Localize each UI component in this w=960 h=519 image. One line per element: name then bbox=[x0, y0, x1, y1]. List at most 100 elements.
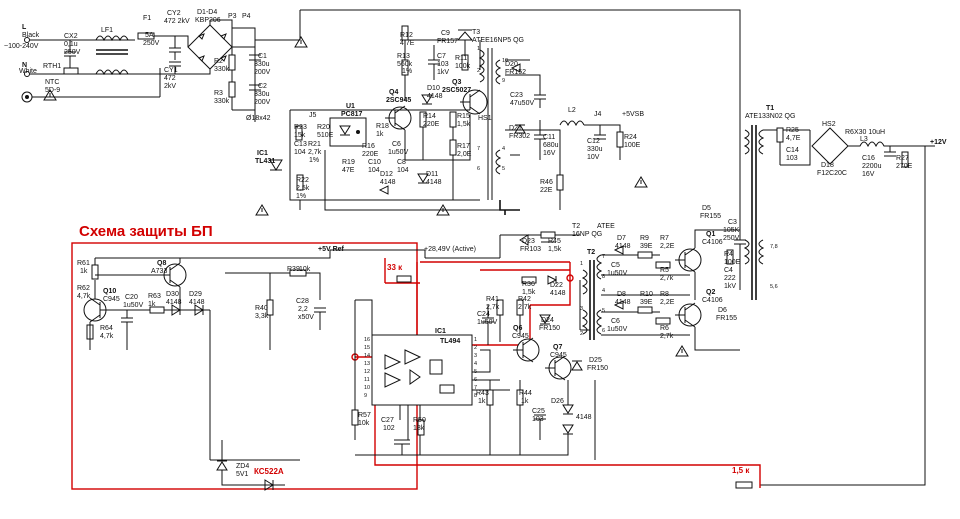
svg-text:T2: T2 bbox=[587, 249, 595, 256]
svg-text:16: 16 bbox=[364, 337, 370, 343]
svg-text:16NP QG: 16NP QG bbox=[572, 231, 602, 238]
svg-text:4148: 4148 bbox=[615, 299, 631, 306]
svg-text:R24: R24 bbox=[624, 134, 637, 141]
mains-l-color: Black bbox=[22, 32, 40, 39]
svg-text:R17: R17 bbox=[457, 143, 470, 150]
svg-text:222: 222 bbox=[724, 275, 736, 282]
svg-text:2: 2 bbox=[474, 345, 477, 351]
svg-text:R19: R19 bbox=[342, 159, 355, 166]
annotation-33k: 33 к bbox=[387, 263, 403, 272]
svg-text:330u: 330u bbox=[587, 146, 603, 153]
svg-text:FR155: FR155 bbox=[716, 315, 737, 322]
svg-text:R8: R8 bbox=[660, 291, 669, 298]
svg-text:1,5k: 1,5k bbox=[548, 246, 562, 253]
mains-l-label: L bbox=[22, 24, 27, 31]
svg-text:J5: J5 bbox=[309, 112, 317, 119]
svg-text:4,7E: 4,7E bbox=[400, 40, 415, 47]
svg-text:HS2: HS2 bbox=[822, 121, 836, 128]
svg-text:1u50V: 1u50V bbox=[123, 302, 144, 309]
svg-text:R62: R62 bbox=[77, 285, 90, 292]
svg-text:5A: 5A bbox=[145, 32, 154, 39]
svg-text:9: 9 bbox=[502, 78, 505, 84]
svg-text:2,2E: 2,2E bbox=[660, 243, 675, 250]
svg-text:D30: D30 bbox=[166, 291, 179, 298]
svg-text:D22: D22 bbox=[550, 282, 563, 289]
svg-text:C28: C28 bbox=[296, 298, 309, 305]
svg-text:R61: R61 bbox=[77, 260, 90, 267]
svg-text:KBP206: KBP206 bbox=[195, 17, 221, 24]
svg-text:C12: C12 bbox=[587, 138, 600, 145]
svg-text:C2: C2 bbox=[258, 83, 267, 90]
svg-text:R64: R64 bbox=[100, 325, 113, 332]
svg-text:Q6: Q6 bbox=[513, 325, 522, 332]
svg-text:C25: C25 bbox=[532, 408, 545, 415]
svg-text:100E: 100E bbox=[724, 259, 741, 266]
svg-text:1%: 1% bbox=[296, 193, 306, 200]
svg-text:103: 103 bbox=[786, 155, 798, 162]
svg-text:4148: 4148 bbox=[380, 179, 396, 186]
svg-text:4148: 4148 bbox=[189, 299, 205, 306]
mains-voltage: ~100-240V bbox=[4, 43, 39, 50]
svg-text:J4: J4 bbox=[594, 111, 602, 118]
svg-text:D6: D6 bbox=[718, 307, 727, 314]
svg-text:P4: P4 bbox=[242, 13, 251, 20]
svg-text:Q8: Q8 bbox=[157, 260, 166, 267]
svg-text:FR155: FR155 bbox=[700, 213, 721, 220]
svg-text:C945: C945 bbox=[512, 333, 529, 340]
svg-text:x50V: x50V bbox=[298, 314, 314, 321]
svg-text:104: 104 bbox=[368, 167, 380, 174]
svg-text:4: 4 bbox=[602, 288, 605, 294]
svg-text:R27: R27 bbox=[896, 155, 909, 162]
svg-text:7: 7 bbox=[602, 254, 605, 260]
svg-text:Q3: Q3 bbox=[452, 79, 461, 86]
resistor-33k-mark bbox=[396, 275, 412, 283]
svg-text:1k: 1k bbox=[478, 398, 486, 405]
svg-text:104: 104 bbox=[294, 149, 306, 156]
svg-text:R36: R36 bbox=[522, 281, 535, 288]
svg-text:2,7k: 2,7k bbox=[518, 304, 532, 311]
svg-text:15: 15 bbox=[364, 345, 370, 351]
svg-text:1: 1 bbox=[474, 337, 477, 343]
svg-text:4,7k: 4,7k bbox=[77, 293, 91, 300]
svg-text:4148: 4148 bbox=[550, 290, 566, 297]
svg-text:18k: 18k bbox=[413, 425, 425, 432]
svg-text:FR302: FR302 bbox=[509, 133, 530, 140]
svg-text:R4: R4 bbox=[724, 251, 733, 258]
svg-text:NTC: NTC bbox=[45, 79, 59, 86]
svg-text:C27: C27 bbox=[381, 417, 394, 424]
protection-section: R61 1k Q8 A733 R62 4,7k Q10 C945 R64 4,7… bbox=[77, 246, 500, 491]
svg-text:R13: R13 bbox=[397, 53, 410, 60]
svg-text:R18: R18 bbox=[376, 123, 389, 130]
svg-text:Q2: Q2 bbox=[706, 289, 715, 296]
svg-text:39E: 39E bbox=[640, 243, 653, 250]
svg-text:R20: R20 bbox=[317, 124, 330, 131]
svg-text:250V: 250V bbox=[64, 49, 81, 56]
svg-text:5D-9: 5D-9 bbox=[45, 87, 60, 94]
svg-text:FR157: FR157 bbox=[437, 38, 458, 45]
svg-text:C8: C8 bbox=[397, 159, 406, 166]
svg-text:C6: C6 bbox=[392, 141, 401, 148]
svg-text:102: 102 bbox=[383, 425, 395, 432]
svg-text:C23: C23 bbox=[510, 92, 523, 99]
svg-text:4148: 4148 bbox=[615, 243, 631, 250]
svg-text:5: 5 bbox=[502, 166, 505, 172]
svg-text:8: 8 bbox=[474, 393, 477, 399]
svg-text:LF1: LF1 bbox=[101, 27, 113, 34]
svg-text:4,7E: 4,7E bbox=[786, 135, 801, 142]
svg-text:D11: D11 bbox=[426, 171, 438, 178]
svg-text:C945: C945 bbox=[550, 352, 567, 359]
svg-text:1,5k: 1,5k bbox=[457, 121, 471, 128]
svg-text:ATEE16NP5 QG: ATEE16NP5 QG bbox=[472, 37, 524, 44]
svg-text:330u: 330u bbox=[254, 61, 270, 68]
svg-text:1k: 1k bbox=[148, 301, 156, 308]
svg-text:200V: 200V bbox=[254, 99, 271, 106]
svg-text:U1: U1 bbox=[346, 103, 355, 110]
svg-text:ATE133N02 QG: ATE133N02 QG bbox=[745, 113, 795, 120]
svg-text:4148: 4148 bbox=[427, 93, 443, 100]
svg-text:+5VSB: +5VSB bbox=[622, 111, 644, 118]
svg-text:1kV: 1kV bbox=[724, 283, 736, 290]
svg-text:16V: 16V bbox=[862, 171, 875, 178]
annotation-1-5k: 1,5 к bbox=[732, 466, 750, 475]
svg-text:5,6: 5,6 bbox=[770, 284, 778, 290]
feedback-section: J5 U1 PC817 R23 15k C13 104 R20 510E R21… bbox=[255, 103, 520, 211]
